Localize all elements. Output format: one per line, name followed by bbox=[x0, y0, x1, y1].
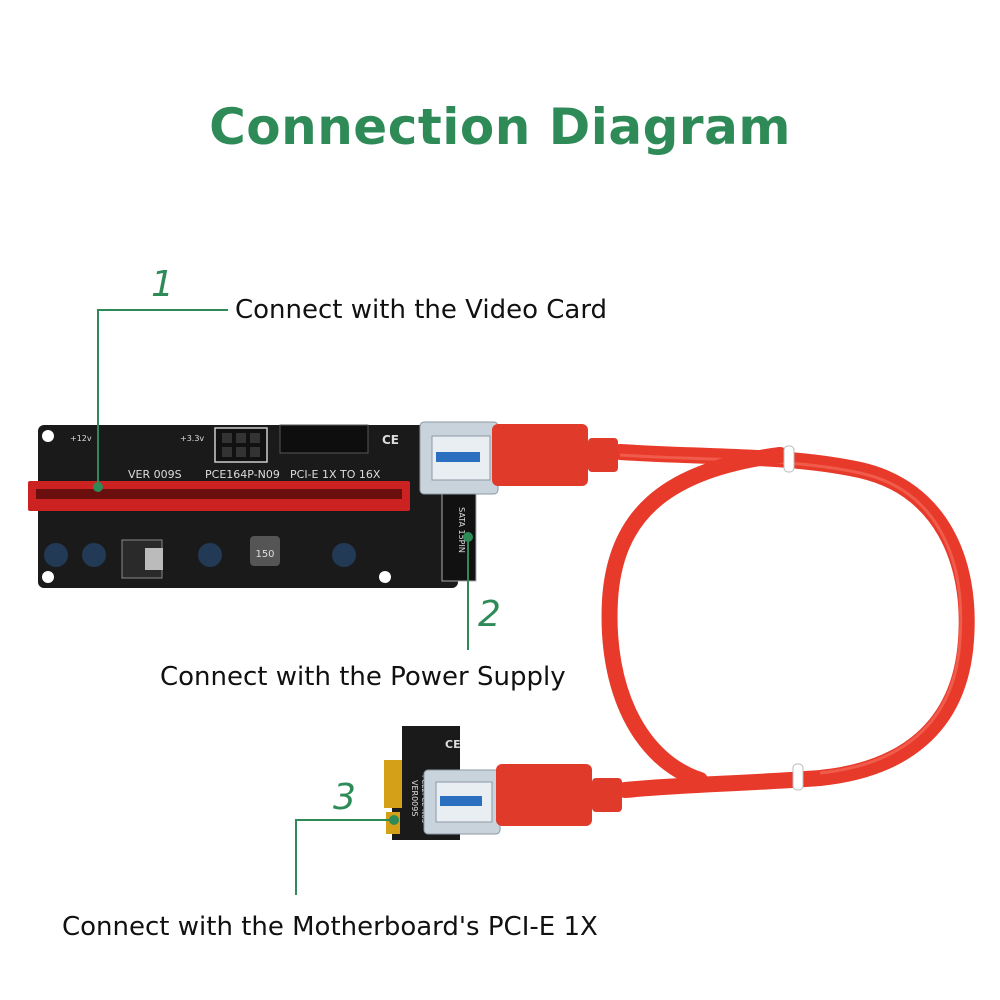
board-ce: CE bbox=[382, 433, 399, 447]
usb-plug-bottom bbox=[496, 764, 622, 826]
board-code: PCE164P-N09 bbox=[205, 468, 280, 481]
callout-1-dot bbox=[93, 482, 103, 492]
callout-2-number: 2 bbox=[478, 594, 501, 635]
small-board-version: VER009S bbox=[410, 780, 419, 816]
usb-port-top bbox=[419, 421, 499, 495]
riser-board: 150 SATA 15PIN +12v +3.3v VER 009S PCE16… bbox=[28, 424, 477, 588]
callout-2-text: Connect with the Power Supply bbox=[160, 662, 566, 692]
page-title: Connection Diagram bbox=[209, 98, 791, 156]
inductor bbox=[250, 536, 280, 566]
callout-2-dot bbox=[463, 532, 473, 542]
cable-tie-bottom bbox=[792, 763, 804, 791]
v33-label: +3.3v bbox=[180, 434, 204, 443]
callout-1-number: 1 bbox=[151, 264, 174, 305]
board-version: VER 009S bbox=[128, 468, 182, 481]
callout-3-line bbox=[295, 819, 394, 895]
callout-3-dot bbox=[389, 815, 399, 825]
molex-connector bbox=[279, 424, 369, 454]
cable-tie-top bbox=[783, 445, 795, 473]
sata-label: SATA 15PIN bbox=[457, 507, 466, 553]
callout-1-line bbox=[97, 309, 228, 487]
inductor-label: 150 bbox=[255, 549, 274, 560]
board-slot-text: PCI-E 1X TO 16X bbox=[290, 468, 381, 481]
usb-port-bottom bbox=[423, 769, 501, 835]
callout-3-text: Connect with the Motherboard's PCI-E 1X bbox=[62, 912, 598, 942]
callout-3-number: 3 bbox=[333, 777, 356, 818]
small-board-ce: CE bbox=[445, 738, 461, 751]
usb-cable-inner bbox=[601, 447, 788, 788]
callout-1-text: Connect with the Video Card bbox=[235, 295, 608, 325]
v12-label: +12v bbox=[70, 434, 92, 443]
usb-plug-top bbox=[492, 424, 618, 486]
pcie-1x-contacts bbox=[384, 760, 402, 808]
